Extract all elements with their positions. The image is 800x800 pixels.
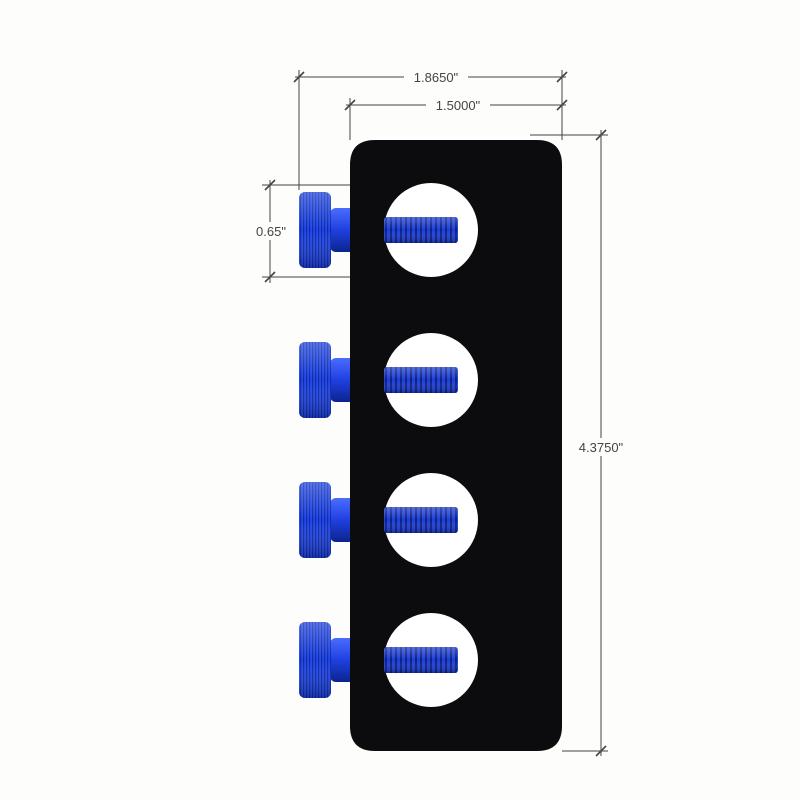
dimension-lines: [262, 70, 608, 757]
plate-height-label: 4.3750": [579, 440, 624, 455]
hole: [384, 333, 478, 427]
hole: [384, 613, 478, 707]
hole: [384, 473, 478, 567]
overall-width-label: 1.8650": [414, 70, 459, 85]
screw: [299, 192, 356, 268]
screw-head-height-label: 0.65": [256, 224, 286, 239]
hole: [384, 183, 478, 277]
screw: [299, 342, 356, 418]
plate-width-label: 1.5000": [436, 98, 481, 113]
mounting-plate: [350, 140, 562, 751]
screw: [299, 482, 356, 558]
screw-heads: [299, 192, 356, 698]
dimension-labels: 1.8650" 1.5000" 0.65" 4.3750": [248, 68, 632, 456]
screw: [299, 622, 356, 698]
plate-holes: [384, 183, 478, 707]
